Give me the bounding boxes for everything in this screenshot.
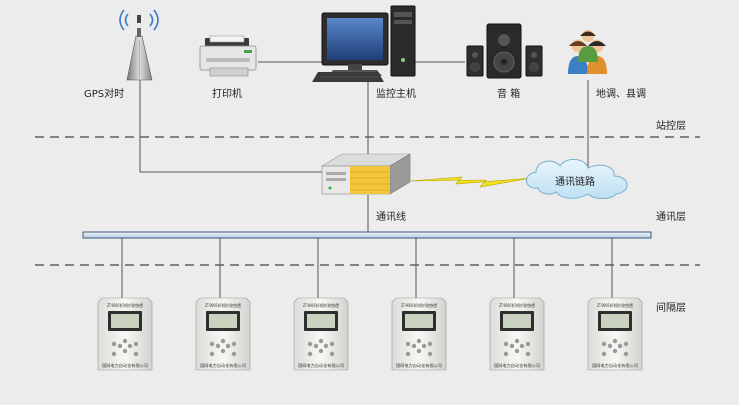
device-maker: 国网电力自动化有限公司 bbox=[494, 362, 540, 368]
device-maker: 国网电力自动化有限公司 bbox=[200, 362, 246, 368]
people-icon bbox=[568, 30, 607, 74]
cloud-icon bbox=[526, 159, 628, 199]
bay-device-6: ZT-9000系列保护测控装置 国网电力自动化有限公司 bbox=[587, 297, 643, 371]
device-title: ZT-9000系列保护测控装置 bbox=[303, 302, 339, 308]
device-maker: 国网电力自动化有限公司 bbox=[396, 362, 442, 368]
device-maker: 国网电力自动化有限公司 bbox=[298, 362, 344, 368]
antenna-icon bbox=[119, 9, 159, 81]
protection-relay-icon: ZT-9000系列保护测控装置 国网电力自动化有限公司 bbox=[391, 297, 447, 371]
device-title: ZT-9000系列保护测控装置 bbox=[597, 302, 633, 308]
dispatch-label: 地调、县调 bbox=[596, 87, 646, 100]
communication-bus bbox=[82, 231, 652, 239]
device-title: ZT-9000系列保护测控装置 bbox=[401, 302, 437, 308]
host-label: 监控主机 bbox=[376, 87, 416, 100]
connection-lines bbox=[121, 61, 613, 298]
desktop-computer-icon bbox=[312, 5, 416, 82]
device-title: ZT-9000系列保护测控装置 bbox=[107, 302, 143, 308]
comm-layer-label: 通讯层 bbox=[656, 211, 686, 223]
printer-label: 打印机 bbox=[212, 87, 242, 100]
protection-relay-icon: ZT-9000系列保护测控装置 国网电力自动化有限公司 bbox=[293, 297, 349, 371]
device-title: ZT-9000系列保护测控装置 bbox=[205, 302, 241, 308]
bay-device-4: ZT-9000系列保护测控装置 国网电力自动化有限公司 bbox=[391, 297, 447, 371]
comm-bus-label: 通讯线 bbox=[376, 210, 406, 223]
bay-device-5: ZT-9000系列保护测控装置 国网电力自动化有限公司 bbox=[489, 297, 545, 371]
comm-server-icon bbox=[320, 153, 412, 195]
protection-relay-icon: ZT-9000系列保护测控装置 国网电力自动化有限公司 bbox=[97, 297, 153, 371]
gps-label: GPS对时 bbox=[84, 87, 124, 100]
bay-device-3: ZT-9000系列保护测控装置 国网电力自动化有限公司 bbox=[293, 297, 349, 371]
speaker-label: 音 箱 bbox=[497, 87, 520, 100]
device-maker: 国网电力自动化有限公司 bbox=[592, 362, 638, 368]
device-maker: 国网电力自动化有限公司 bbox=[102, 362, 148, 368]
bay-layer-label: 间隔层 bbox=[656, 301, 686, 314]
speaker-icon bbox=[466, 23, 543, 79]
printer-icon bbox=[199, 35, 257, 77]
protection-relay-icon: ZT-9000系列保护测控装置 国网电力自动化有限公司 bbox=[587, 297, 643, 371]
protection-relay-icon: ZT-9000系列保护测控装置 国网电力自动化有限公司 bbox=[195, 297, 251, 371]
protection-relay-icon: ZT-9000系列保护测控装置 国网电力自动化有限公司 bbox=[489, 297, 545, 371]
comm-link-label: 通讯链路 bbox=[555, 175, 595, 188]
device-title: ZT-9000系列保护测控装置 bbox=[499, 302, 535, 308]
station-layer-label: 站控层 bbox=[656, 119, 686, 132]
bay-device-2: ZT-9000系列保护测控装置 国网电力自动化有限公司 bbox=[195, 297, 251, 371]
lightning-link-icon bbox=[409, 176, 533, 188]
bay-device-1: ZT-9000系列保护测控装置 国网电力自动化有限公司 bbox=[97, 297, 153, 371]
